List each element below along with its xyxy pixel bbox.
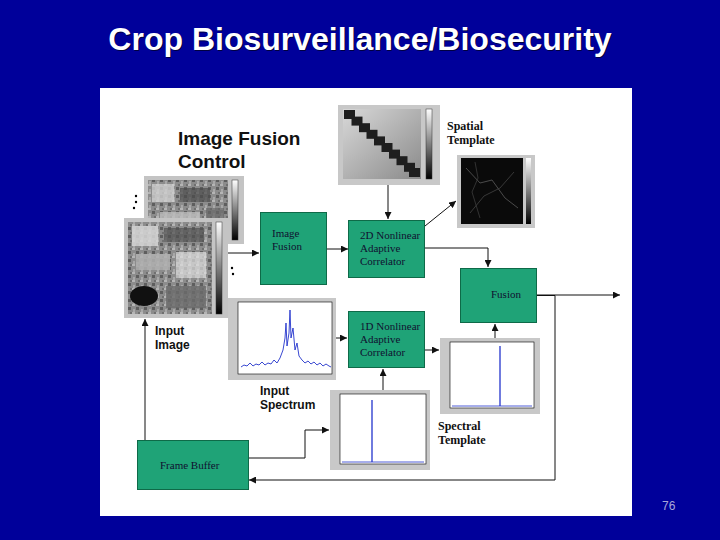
correlation-output-image [461,158,523,224]
process-box: 2D Nonlinear Adaptive Correlator [348,220,425,278]
input-image-back [148,180,228,240]
process-box: Frame Buffer [137,440,249,490]
correlation-spectrum-plot [452,406,532,407]
stack-dots [232,273,234,275]
box-label: Frame Buffer [160,459,244,472]
signal-wires [388,185,389,219]
correlation-spectrum-plot [440,338,540,414]
input-spectrum-plot [241,310,331,367]
spectral-template-plot [330,390,430,470]
input-image-front [216,222,222,314]
spatial-template-image [382,143,393,152]
connector-arrow [327,249,348,250]
input-image-front [166,286,206,308]
spatial-template-image [359,123,370,132]
correlation-spectrum-plot [450,342,534,408]
input-image-front [164,228,204,242]
spatial-template-image [367,130,378,139]
input-image-back [144,176,244,244]
page-number: 76 [662,500,702,513]
box-label: Image Fusion [272,227,322,253]
slide-title: Crop Biosurveillance/Biosecurity [0,22,720,57]
spectral-template-plot [330,390,430,470]
input-image-back [232,180,238,240]
spatial-template-image [344,110,355,119]
input-image-front [124,218,228,318]
input-image-back [180,188,210,202]
correlation-output-image [526,158,531,224]
spectral-template-plot [342,462,424,463]
input-image-back [160,212,200,222]
input-image-front [128,222,212,314]
input-image-front [136,254,170,270]
spatial-template-image [338,105,440,185]
signal-wires [495,324,496,338]
spatial-template-image [352,117,363,126]
input-image-front [124,218,228,318]
input-spectrum-plot [228,298,336,380]
signal-wires [249,430,329,458]
input-spectrum-plot [238,302,332,374]
signal-wires [537,295,620,296]
spectrum-label: Input Spectrum [260,385,326,413]
connector-arrow [249,296,555,481]
box-label: Fusion [491,288,532,301]
stack-dots [231,267,233,269]
input-image-front [132,226,158,246]
spatial-template-image [338,105,440,185]
spatial-template-image [374,136,385,145]
fusion-control-panel: Image Fusion ControlImage Fusion 2D Nonli… [100,88,632,516]
spectral-template-plot [340,394,426,464]
signal-wires [425,248,488,267]
template-label: Spectral Template [438,420,500,448]
correlation-output-image [457,155,535,228]
signal-wires [383,369,384,390]
correlation-spectrum-plot [440,338,540,414]
input-image-front [176,252,206,278]
spatial-template-image [409,168,420,177]
process-box: 1D Nonlinear Adaptive Correlator [348,311,425,368]
correlation-spectrum-plot [499,346,500,406]
input-image-back [206,208,224,234]
correlation-output-image [472,162,480,218]
template-label: Spatial Template [447,120,509,148]
stack-dots [135,201,137,203]
process-box: Fusion [460,268,537,323]
spatial-template-image [343,109,421,179]
spectral-template-plot [371,400,372,462]
signal-wires [228,253,259,254]
spatial-template-image [426,109,432,179]
correlation-output-image [470,172,514,213]
input-image-back [144,176,244,244]
panel-heading: Image Fusion Control [178,128,348,174]
spatial-template-image [389,150,400,159]
box-label: 1D Nonlinear Adaptive Correlator [360,320,422,360]
signal-wires [336,338,347,339]
image-label: Input Image [155,325,205,353]
stack-dots [133,195,234,275]
box-label: 2D Nonlinear Adaptive Correlator [360,229,422,269]
signal-wires [145,185,620,458]
signal-wires [425,201,456,226]
stack-dots [135,195,137,197]
spatial-template-image [397,156,408,165]
input-image-back [152,184,174,202]
correlation-output-image [466,168,518,208]
input-spectrum-plot [228,298,336,380]
signal-wires [145,319,146,440]
signal-wires [425,350,439,351]
spatial-template-image [404,163,415,172]
correlation-output-image [457,155,535,228]
input-image-front [130,286,158,306]
process-box: Image Fusion [260,212,327,285]
stack-dots [133,207,135,209]
